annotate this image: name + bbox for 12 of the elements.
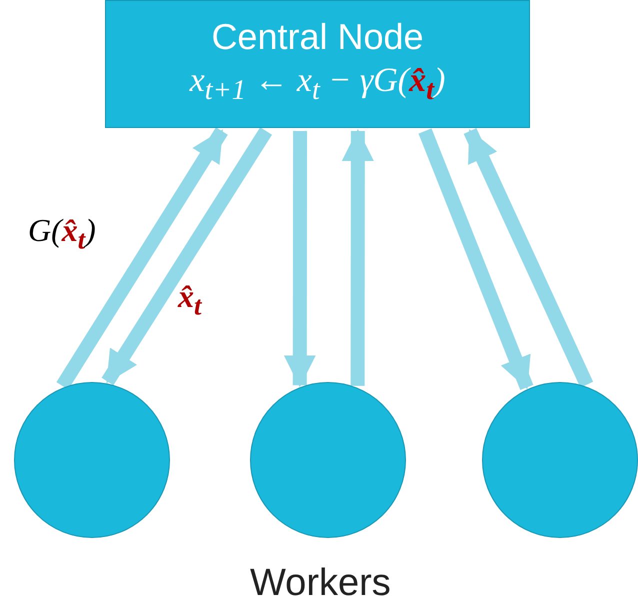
update-formula: x$_{t+1}$ ← x$_{t}$ − γG(x̂$_{t}$) — [190, 61, 446, 108]
arrow — [284, 130, 316, 388]
edge-label: G(x̂$_{t}$) — [28, 212, 96, 256]
central-node-box — [105, 0, 530, 128]
arrow — [464, 128, 594, 388]
arrow — [418, 128, 534, 390]
node-title: Central Node — [211, 15, 424, 60]
arrow — [102, 127, 272, 386]
arrow — [56, 127, 228, 390]
edge-label: x̂$_{t}$ — [178, 278, 202, 322]
caption: Workers — [250, 562, 391, 605]
arrow — [342, 129, 374, 386]
